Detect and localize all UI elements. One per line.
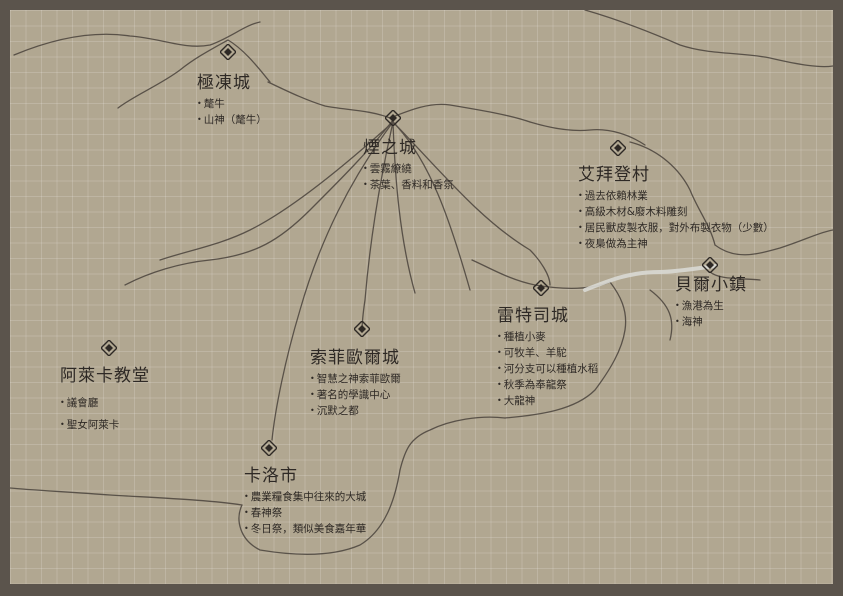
location-note: 沉默之都 xyxy=(310,403,401,419)
location-note: 山神（氂牛） xyxy=(197,112,267,128)
city-marker-icon xyxy=(702,257,718,273)
fantasy-map[interactable]: 極凍城 氂牛 山神（氂牛） 煙之城 雲霧繚繞 茶葉、香料和香氛 艾拜登村 過去依… xyxy=(10,10,833,584)
location-name: 索菲歐爾城 xyxy=(310,348,400,368)
location-name: 雷特司城 xyxy=(497,306,569,326)
location-leite[interactable]: 雷特司城 種植小麥 可牧羊、羊駝 河分支可以種植水稻 秋季為奉龍祭 大龍神 xyxy=(497,301,598,409)
location-aibai[interactable]: 艾拜登村 過去依賴林業 高級木材&廢木料雕刻 居民獸皮製衣服，對外布製衣物（少數… xyxy=(578,160,774,252)
location-note: 農業糧食集中往來的大城 xyxy=(244,489,367,505)
location-note: 過去依賴林業 xyxy=(578,188,774,204)
city-marker-icon xyxy=(385,110,401,126)
city-marker-icon xyxy=(610,140,626,156)
location-note: 氂牛 xyxy=(197,96,267,112)
location-note: 漁港為生 xyxy=(675,298,747,314)
location-beier[interactable]: 貝爾小鎮 漁港為生 海神 xyxy=(675,270,747,330)
location-alaika[interactable]: 阿萊卡教堂 議會廳 聖女阿萊卡 xyxy=(60,361,150,436)
location-name: 極凍城 xyxy=(197,73,251,93)
city-marker-icon xyxy=(354,321,370,337)
city-marker-icon xyxy=(533,280,549,296)
city-marker-icon xyxy=(261,440,277,456)
location-note: 冬日祭，類似美食嘉年華 xyxy=(244,521,367,537)
location-note: 智慧之神索菲歐爾 xyxy=(310,371,401,387)
location-note: 種植小麥 xyxy=(497,329,598,345)
location-note: 聖女阿萊卡 xyxy=(60,414,150,436)
location-note: 可牧羊、羊駝 xyxy=(497,345,598,361)
location-suofei[interactable]: 索菲歐爾城 智慧之神索菲歐爾 著名的學識中心 沉默之都 xyxy=(310,343,401,419)
city-marker-icon xyxy=(220,44,236,60)
location-note: 議會廳 xyxy=(60,392,150,414)
location-yan[interactable]: 煙之城 雲霧繚繞 茶葉、香料和香氛 xyxy=(363,133,454,193)
location-note: 高級木材&廢木料雕刻 xyxy=(578,204,774,220)
location-name: 艾拜登村 xyxy=(578,165,650,185)
location-note: 雲霧繚繞 xyxy=(363,161,454,177)
location-name: 阿萊卡教堂 xyxy=(60,366,150,386)
city-marker-icon xyxy=(101,340,117,356)
location-name: 貝爾小鎮 xyxy=(675,275,747,295)
location-name: 煙之城 xyxy=(363,138,417,158)
location-note: 茶葉、香料和香氛 xyxy=(363,177,454,193)
location-note: 海神 xyxy=(675,314,747,330)
location-note: 河分支可以種植水稻 xyxy=(497,361,599,377)
location-note: 春神祭 xyxy=(244,505,366,521)
location-note: 居民獸皮製衣服，對外布製衣物（少數） xyxy=(578,220,774,236)
location-note: 夜梟做為主神 xyxy=(578,236,774,252)
location-kaluo[interactable]: 卡洛市 農業糧食集中往來的大城 春神祭 冬日祭，類似美食嘉年華 xyxy=(244,461,366,537)
location-name: 卡洛市 xyxy=(244,466,298,486)
location-note: 秋季為奉龍祭 xyxy=(497,377,598,393)
location-jidong[interactable]: 極凍城 氂牛 山神（氂牛） xyxy=(197,68,267,128)
location-note: 大龍神 xyxy=(497,393,598,409)
location-note: 著名的學識中心 xyxy=(310,387,401,403)
